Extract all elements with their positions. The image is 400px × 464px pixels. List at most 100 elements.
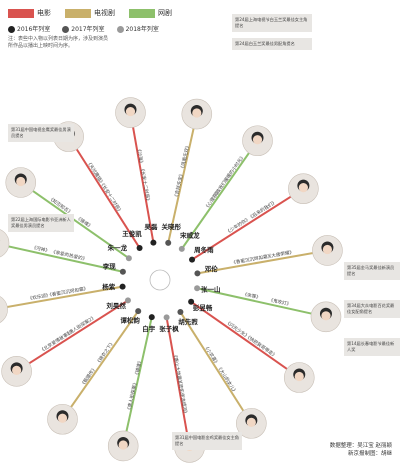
year-dot-icon — [135, 308, 142, 315]
year-dot-icon — [177, 309, 184, 316]
face-icon — [252, 135, 263, 145]
work-title: 《大唐荣耀》 — [266, 248, 294, 260]
spoke-line — [0, 285, 123, 310]
spoke-line — [196, 287, 327, 318]
work-title: 《锦衣之下》 — [94, 339, 116, 366]
work-title: 《甄嬛传》 — [79, 365, 98, 388]
face-icon — [57, 413, 68, 423]
legend-item-web: 网剧 — [129, 8, 172, 18]
callout-box: 第14届长春电影节最佳新人奖 — [344, 338, 400, 356]
work-title: 《沙海》 — [135, 146, 145, 165]
year-dot-icon — [119, 283, 126, 290]
person-name: 杨紫 — [102, 282, 116, 291]
year-legend: 2016年列室 2017年列室 2018年列室 — [8, 24, 159, 33]
work-title: 《快把我哥带走》 — [244, 333, 278, 360]
spoke-line — [0, 243, 124, 273]
avatar-icon — [0, 229, 10, 258]
legend-item-tv: 电视剧 — [65, 8, 115, 18]
work-title: 《余罪》 — [242, 290, 261, 301]
credit-line: 新京报制图：胡继 — [347, 451, 392, 457]
spoke-line — [61, 310, 140, 420]
year-dot-icon — [163, 314, 170, 321]
tv-swatch-icon — [65, 8, 91, 18]
legend-item-film: 电影 — [8, 8, 51, 18]
credit-line: 数据整理：吴江宝 赵丽颖 — [329, 443, 392, 449]
spoke-line — [167, 113, 198, 244]
work-title: 《天坑鹰猎》 — [85, 159, 106, 186]
year-dot-icon — [194, 285, 201, 292]
credit: 数据整理：吴江宝 赵丽颖 新京报制图：胡继 — [330, 442, 392, 458]
spoke-line — [180, 140, 259, 250]
person-name: 宋威龙 — [180, 230, 200, 239]
spoke-line — [197, 249, 328, 275]
work-title: 《悲伤逆流成河》 — [176, 379, 189, 416]
web-swatch-icon — [129, 8, 155, 18]
spoke-line — [165, 317, 191, 448]
callout-box: 第24届白玉兰奖最佳男配角提名 — [232, 38, 312, 50]
spoke-line — [122, 316, 153, 447]
work-title: 《大山的女儿》 — [215, 364, 238, 395]
work-title: 《河神》 — [31, 244, 50, 255]
work-title: 《鬼吹灯》 — [268, 296, 292, 308]
year-dot-icon — [124, 297, 131, 304]
spoke-line — [129, 112, 155, 243]
year-dot-icon — [136, 244, 143, 251]
work-title: 《少年的你》 — [224, 215, 251, 236]
person-name: 刘昊然 — [106, 301, 126, 310]
face-icon — [16, 176, 26, 187]
spoke-line — [191, 187, 304, 261]
work-title: 《长安十二时辰》 — [98, 180, 124, 215]
face-icon — [298, 183, 308, 193]
work-title: 《吉祥天宝》 — [172, 171, 185, 199]
callout-box: 第24届上海电视节白玉兰奖最佳女主角提名 — [232, 14, 312, 32]
person-name: 张一山 — [201, 284, 221, 293]
note-text: 注：表些中入物以列表日期为序，涉及到演员所作品以播出上映时间为序。 — [8, 36, 109, 49]
year-dot-icon — [178, 245, 185, 252]
face-icon — [322, 244, 333, 255]
legend: 电影 电视剧 网剧 — [8, 8, 172, 18]
legend-label-web: 网剧 — [158, 9, 172, 17]
work-title: 《唐人街探案》 — [125, 380, 139, 413]
legend-label-film: 电影 — [37, 9, 51, 17]
year-dot-icon — [119, 268, 126, 275]
work-title: 《凤凰无双》 — [180, 143, 192, 171]
dot-icon — [116, 26, 124, 33]
person-name: 关晓彤 — [162, 222, 182, 231]
person-name: 邓伦 — [205, 264, 219, 273]
face-icon — [321, 311, 331, 321]
year-dot-icon — [188, 298, 195, 305]
work-title: 《致我们暖暖的小时光》 — [212, 153, 247, 198]
spoke-line — [179, 311, 253, 424]
callout-box: 第34届大众电影百花奖最佳女配角提名 — [344, 300, 400, 318]
year-label: 2017年列室 — [71, 26, 105, 33]
dot-icon — [8, 26, 15, 33]
face-icon — [118, 440, 128, 450]
face-icon — [12, 365, 22, 375]
year-dot-icon — [148, 314, 155, 321]
year-dot-icon — [125, 255, 132, 262]
person-name: 吴磊 — [144, 222, 158, 231]
year-dot-icon — [150, 239, 157, 246]
spoke-line — [20, 181, 130, 260]
hub-icon — [149, 269, 171, 291]
callout-box: 第22届上海国际电影节亚洲新人奖最佳男演员提名 — [8, 214, 74, 232]
year-dot-icon — [165, 239, 172, 246]
face-icon — [294, 371, 304, 382]
year-label: 2018年列室 — [125, 26, 159, 33]
year-label: 2016年列室 — [17, 26, 51, 33]
face-icon — [192, 108, 202, 118]
work-title: 《北京爱情故事》 — [39, 329, 74, 355]
dot-icon — [62, 26, 70, 33]
work-title: 《长安十二时辰》 — [139, 166, 152, 203]
year-dot-icon — [189, 256, 196, 263]
person-name: 李现 — [102, 262, 117, 271]
face-icon — [246, 417, 256, 427]
person-name: 白宇 — [142, 324, 156, 333]
face-icon — [125, 106, 136, 117]
work-title: 《镇魂》 — [133, 358, 144, 377]
spoke-line — [190, 300, 300, 379]
year-dot-icon — [194, 270, 201, 277]
person-name: 谭松韵 — [120, 316, 140, 325]
work-title: 《后来的我们》 — [247, 198, 278, 221]
